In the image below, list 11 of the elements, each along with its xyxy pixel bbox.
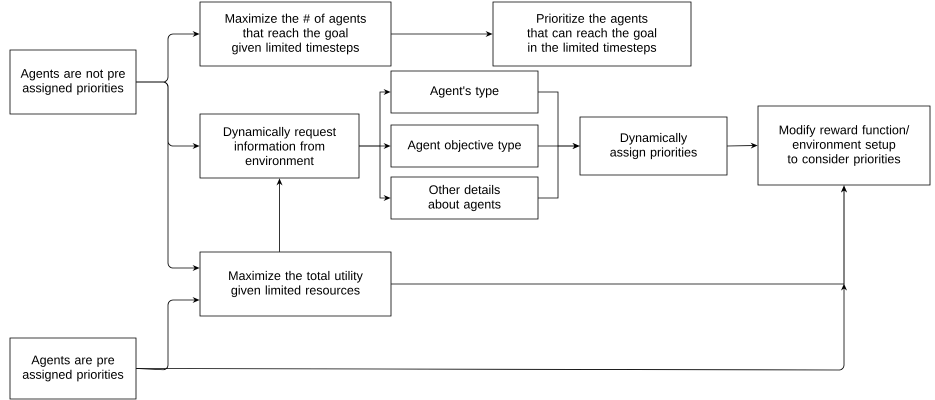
process-box: Modify reward function/ environment setup to consider priorities (758, 106, 930, 186)
process-box: Dynamically request information from environment (200, 114, 360, 178)
process-box: Agent objective type (390, 124, 538, 168)
process-box: Maximize the total utility given limited resources (200, 252, 392, 316)
process-box: Other details about agents (390, 176, 538, 220)
process-box: Dynamically assign priorities (580, 116, 728, 176)
process-box: Agents are pre assigned priorities (10, 338, 136, 400)
process-box: Agent's type (390, 70, 538, 114)
process-box: Agents are not pre assigned priorities (10, 50, 136, 114)
process-box: Prioritize the agents that can reach the goal in the limited timesteps (492, 2, 692, 66)
process-box: Maximize the # of agents that reach the goal given limited timesteps (200, 2, 392, 66)
